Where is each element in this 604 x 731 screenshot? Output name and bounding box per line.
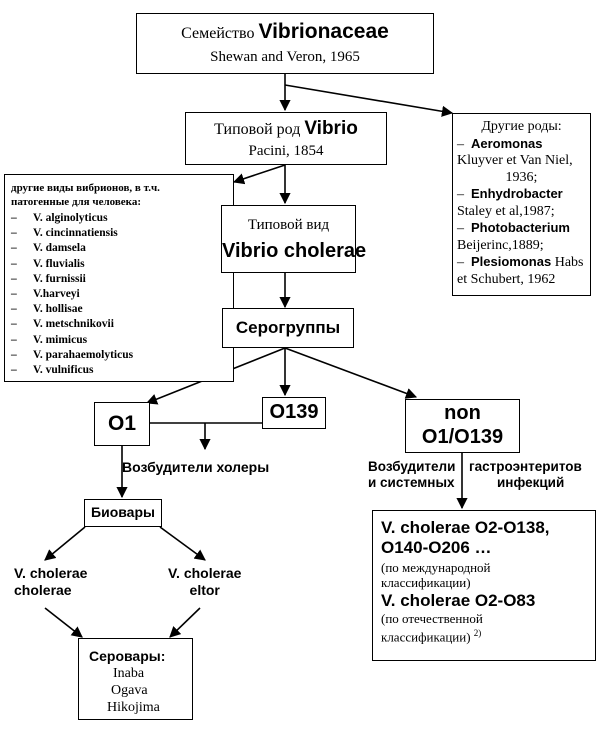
species-item: –V. alginolyticus bbox=[11, 212, 108, 224]
other-genera-author: et Schubert, 1962 bbox=[457, 271, 556, 287]
other-species-title: патогенные для человека: bbox=[11, 196, 142, 208]
species-item: –V. mimicus bbox=[11, 333, 88, 346]
non-serogroups-range: V. cholerae O2-O138, bbox=[381, 518, 550, 537]
species-item: –V. fluvialis bbox=[11, 257, 85, 270]
other-genera-item: – Aeromonas bbox=[457, 135, 543, 152]
serovar-item: Inaba bbox=[113, 666, 145, 681]
serovar-item: Ogava bbox=[111, 683, 148, 698]
type-species-name: Vibrio cholerae bbox=[222, 240, 367, 262]
non-serogroups-range: V. cholerae O2-O83 bbox=[381, 591, 536, 610]
serogroups-box: Серогруппы bbox=[222, 308, 354, 348]
species-item: –V. parahaemolyticus bbox=[11, 348, 134, 361]
non-label: non bbox=[444, 402, 481, 424]
gastro-label: гастроэнтеритов инфекций bbox=[469, 459, 582, 490]
species-item: –V. metschnikovii bbox=[11, 318, 114, 331]
arrow-family-to-other-genera bbox=[284, 84, 454, 117]
species-item: –V. furnissii bbox=[11, 272, 86, 285]
biovars-label: Биовары bbox=[91, 504, 155, 520]
species-item: –V. damsela bbox=[11, 242, 86, 255]
genus-label: Типовой род bbox=[214, 121, 301, 138]
cholera-agents-label: Возбудители холеры bbox=[122, 459, 270, 475]
o1-label: O1 bbox=[107, 412, 136, 435]
biovar-cholerae-label: V. cholerae cholerae bbox=[14, 565, 88, 598]
biovars-box: Биовары bbox=[84, 499, 162, 527]
biovar-eltor-label: V. cholerae eltor bbox=[168, 565, 242, 598]
serovar-item: Hikojima bbox=[107, 700, 160, 715]
other-genera-item: – Plesiomonas Habs bbox=[457, 254, 584, 270]
arrow-biovars-to-eltor bbox=[159, 526, 206, 561]
other-genera-author: 1936; bbox=[505, 169, 538, 185]
other-genera-author: Beijerinc,1889; bbox=[457, 237, 544, 253]
non-detail-box: V. cholerae O2-O138, O140-O206 … (по меж… bbox=[372, 510, 596, 661]
species-list: –V. alginolyticus –V. cincinnatiensis –V. … bbox=[11, 211, 233, 378]
classification-note: классификации) bbox=[381, 575, 471, 590]
o139-box: O139 bbox=[262, 397, 326, 429]
o139-label: O139 bbox=[269, 401, 319, 423]
type-species-box: Типовой вид Vibrio cholerae bbox=[221, 205, 367, 273]
other-genera-item: – Photobacterium bbox=[457, 220, 570, 236]
family-box: Семейство Vibrionaceae Shewan and Veron,… bbox=[136, 13, 434, 74]
genus-box: Типовой род Vibrio Pacini, 1854 bbox=[185, 112, 387, 165]
serovars-title: Серовары: bbox=[89, 648, 166, 664]
genus-name: Vibrio bbox=[304, 118, 358, 139]
classification-note: классификации) 2) bbox=[381, 628, 482, 645]
footnote-marker: 2) bbox=[473, 628, 482, 638]
species-item: –V.harveyi bbox=[11, 288, 80, 301]
other-genera-author: Staley et al,1987; bbox=[457, 203, 555, 219]
gastro-label: Возбудители и системных bbox=[368, 459, 456, 490]
o1-box: O1 bbox=[94, 402, 150, 446]
species-item: –V. vulnificus bbox=[11, 364, 94, 377]
family-label: Семейство bbox=[181, 25, 255, 42]
classification-note: (по международной bbox=[381, 560, 491, 575]
non-label: O1/O139 bbox=[421, 426, 504, 448]
non-serogroups-range: O140-O206 … bbox=[381, 538, 492, 557]
genus-author: Pacini, 1854 bbox=[248, 143, 324, 159]
other-genera-item: – Enhydrobacter bbox=[457, 186, 563, 202]
arrow-biovars-to-cholerae bbox=[44, 526, 86, 561]
serogroups-label: Серогруппы bbox=[235, 318, 341, 337]
arrow-eltor-to-serovars bbox=[169, 607, 201, 638]
other-species-title: другие виды вибрионов, в т.ч. bbox=[11, 182, 160, 194]
other-genera-box: Другие роды: – Aeromonas Kluyver et Van … bbox=[452, 113, 591, 296]
family-name: Vibrionaceae bbox=[258, 20, 389, 43]
family-author: Shewan and Veron, 1965 bbox=[210, 49, 360, 65]
type-species-label: Типовой вид bbox=[247, 217, 330, 233]
arrow-cholerae-to-serovars bbox=[44, 607, 83, 638]
non-box: non O1/O139 bbox=[405, 399, 520, 453]
species-item: –V. cincinnatiensis bbox=[11, 227, 118, 240]
other-species-box: другие виды вибрионов, в т.ч. патогенные… bbox=[4, 174, 234, 382]
arrow-serogroups-to-non bbox=[284, 347, 418, 399]
serovars-box: Серовары: Inaba Ogava Hikojima bbox=[78, 638, 193, 720]
arrow-genus-to-other-species bbox=[232, 164, 286, 185]
other-genera-title: Другие роды: bbox=[481, 119, 562, 134]
species-item: –V. hollisae bbox=[11, 303, 83, 316]
other-genera-author: Kluyver et Van Niel, bbox=[457, 153, 573, 168]
classification-note: (по отечественной bbox=[381, 611, 483, 626]
